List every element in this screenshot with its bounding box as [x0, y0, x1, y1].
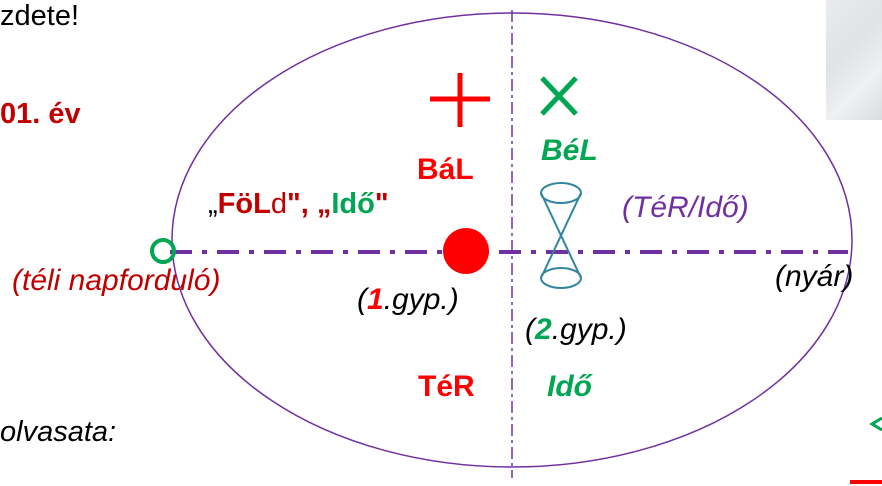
top-left-text: zdete!: [0, 0, 79, 32]
bel-label: BéL: [541, 134, 598, 167]
ter-ido-label: (TéR/Idő): [622, 191, 749, 224]
nyar-label: (nyár): [775, 260, 854, 293]
year-label: 01. év: [0, 98, 81, 130]
winter-point-marker: [150, 238, 176, 264]
gyp1-label: (1.gyp.): [357, 285, 459, 315]
gyp2-label: (2.gyp.): [525, 315, 627, 345]
gyp1-rest: .gyp.): [383, 283, 459, 316]
photo-thumbnail: [826, 0, 882, 120]
bal-label: BáL: [417, 153, 474, 186]
olvasata-text: olvasata:: [0, 416, 117, 448]
fold-fol: FöL: [217, 188, 271, 220]
plus-icon: [430, 73, 490, 127]
gyp2-open: (: [525, 313, 535, 346]
gyp1-open: (: [357, 283, 367, 316]
green-arrow-mark: [869, 416, 882, 432]
ter-label: TéR: [418, 370, 475, 403]
fold-ido: Idő: [331, 188, 375, 220]
gyp2-rest: .gyp.): [551, 313, 627, 346]
teli-label: (téli napforduló): [12, 264, 221, 297]
hourglass-icon: [540, 182, 582, 289]
gyp1-num: 1: [367, 283, 384, 316]
fold-d: d: [270, 188, 287, 220]
fold-mid: ", „: [286, 188, 332, 220]
cross-icon: [540, 76, 578, 116]
gyp2-num: 2: [535, 313, 552, 346]
fold-close-quote: ": [374, 188, 389, 220]
red-dot-marker: [443, 228, 489, 274]
fold-open-quote: „: [208, 188, 218, 220]
fold-ido-label: „FöLd", „Idő": [208, 190, 389, 219]
ido-label: Idő: [547, 370, 592, 403]
